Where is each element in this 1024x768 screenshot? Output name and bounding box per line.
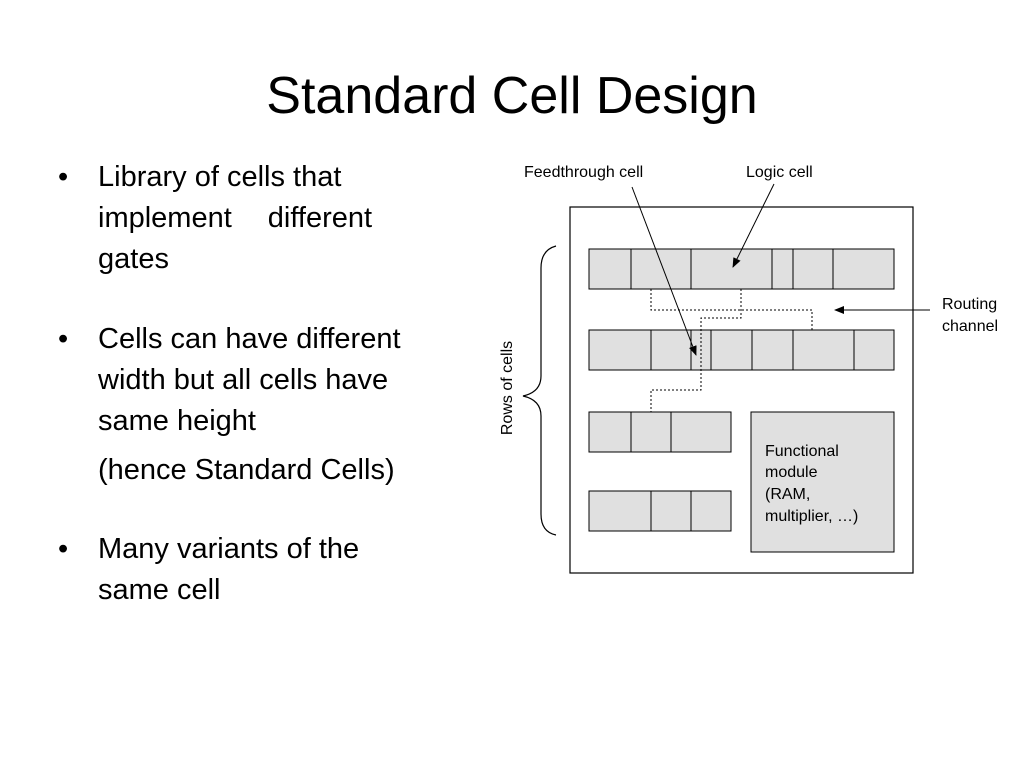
routing-wire (650, 289, 742, 412)
module-label-3: (RAM, (765, 486, 810, 503)
bullet-line: Many variants of the (98, 533, 360, 565)
rows-label: Rows of cells (499, 341, 516, 435)
cell-row-2 (588, 329, 895, 371)
bullet-variants: • Many variants of the same cell (58, 529, 478, 611)
routing-wire (650, 289, 813, 330)
functional-module (750, 411, 895, 553)
bullet-marker: • (58, 161, 69, 193)
bullet-subnote: (hence Standard Cells) (98, 454, 395, 486)
logic-pointer (732, 183, 775, 268)
bullet-line: width but all cells have (98, 364, 389, 396)
routing-label-2: channel (942, 318, 998, 335)
row-outline (588, 411, 732, 453)
bullet-line: same cell (98, 574, 221, 606)
routing-wires (650, 289, 813, 412)
routing-label-1: Routing (942, 296, 997, 313)
feedthrough-label: Feedthrough cell (524, 164, 643, 181)
cell-row-4 (588, 490, 732, 532)
cell-row-3 (588, 411, 732, 453)
module-label-2: module (765, 464, 818, 481)
bullet-line: implement different (98, 198, 478, 239)
bullet-line: Cells can have different (98, 323, 401, 355)
bullet-cell-width: • Cells can have different width but all… (58, 319, 478, 442)
bullet-marker: • (58, 533, 69, 565)
bullet-list: • Library of cells that implement differe… (58, 157, 478, 611)
bullet-marker: • (58, 323, 69, 355)
logic-label: Logic cell (746, 164, 813, 181)
row-outline (588, 248, 895, 290)
feedthrough-pointer (631, 186, 697, 356)
bullet-line: gates (98, 243, 169, 275)
bullet-library: • Library of cells that implement differe… (58, 157, 478, 280)
module-label-1: Functional (765, 443, 839, 460)
cell-row-1 (588, 248, 895, 290)
bullet-word: different (267, 202, 373, 234)
row-outline (588, 490, 732, 532)
bullet-line: same height (98, 405, 256, 437)
rows-brace (522, 245, 557, 536)
slide-title: Standard Cell Design (266, 67, 758, 125)
module-label-4: multiplier, …) (765, 508, 858, 525)
bullet-line: Library of cells that (98, 161, 342, 193)
bullet-word: implement (98, 202, 232, 234)
row-outline (588, 329, 895, 371)
